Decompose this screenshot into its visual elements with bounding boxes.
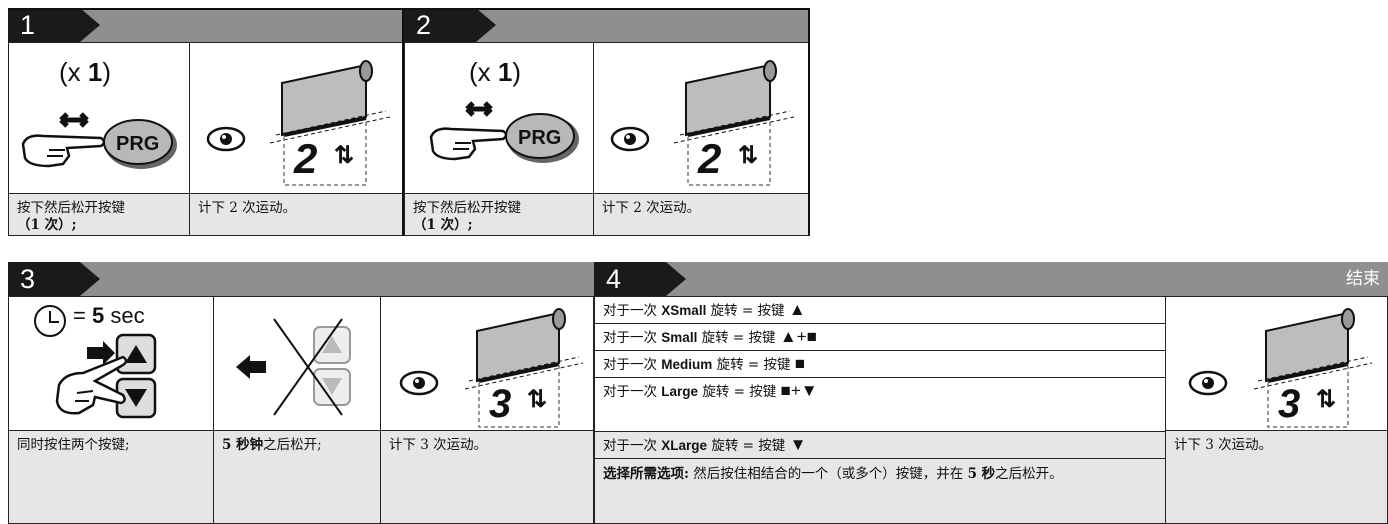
- header-arrow-icon: [666, 262, 686, 296]
- roller-blind-illustration: 2 ⇅: [610, 60, 795, 186]
- header-arrow-icon: [80, 8, 100, 42]
- step-header-2: 2: [404, 8, 810, 42]
- illustration-cell-count: 3 ⇅: [380, 296, 594, 431]
- step-panel-4: 4 结束 对于一次 XSmall 旋转 = 按键 ▲ 对于一次 Small 旋转…: [594, 262, 1388, 524]
- step-instruction: 按下然后松开按键: [413, 200, 521, 216]
- illustration-cell-hold: = 5 sec: [8, 296, 214, 431]
- illustration-cell-count: 3 ⇅: [1165, 296, 1388, 431]
- end-label: 结束: [1346, 269, 1380, 289]
- up-down-arrows-icon: ⇅: [527, 386, 547, 413]
- roller-blind-illustration: 2 ⇅: [206, 60, 391, 186]
- text-cell-count: 计下 3 次运动。: [1165, 430, 1388, 524]
- arrow-left-icon: [236, 355, 266, 379]
- eye-icon: [1188, 370, 1228, 396]
- up-key-icon: [115, 333, 157, 375]
- clock-icon: [34, 305, 66, 337]
- hold-instruction: 同时按住两个按键;: [17, 437, 130, 453]
- illustration-cell-count: 2 ⇅: [593, 42, 810, 194]
- roller-blind-illustration: 3 ⇅: [1188, 308, 1373, 428]
- option-row: 对于一次 Small 旋转 = 按键 ▲+■: [595, 323, 1165, 351]
- up-down-arrows-icon: ⇅: [1316, 386, 1336, 413]
- step-header-1: 1: [8, 8, 404, 42]
- eye-icon: [399, 370, 439, 396]
- timer-label: = 5 sec: [73, 303, 145, 328]
- release-instruction: 5 秒钟之后松开;: [222, 437, 322, 453]
- step-instruction-count: （1 次）;: [413, 217, 473, 233]
- step-instruction-count: （1 次）;: [17, 217, 77, 233]
- step-panel-3: 3 = 5 sec: [8, 262, 594, 524]
- option-row: 对于一次 Large 旋转 = 按键 ■+▼: [595, 377, 1165, 405]
- hand-two-keys-icon: [55, 333, 157, 419]
- roller-blind-icon: [269, 60, 391, 186]
- counter-value: 3: [1278, 382, 1300, 426]
- count-instruction: 计下 3 次运动。: [1174, 437, 1273, 453]
- text-cell-hold: 同时按住两个按键;: [8, 430, 214, 524]
- panel-frame: [8, 8, 404, 236]
- roller-blind-icon: [464, 308, 584, 428]
- illustration-cell-press: (x 1) PRG: [404, 42, 594, 194]
- down-key-icon: [313, 368, 351, 406]
- header-arrow-icon: [80, 262, 100, 296]
- count-instruction: 计下 2 次运动。: [198, 200, 297, 216]
- options-table: 对于一次 XSmall 旋转 = 按键 ▲ 对于一次 Small 旋转 = 按键…: [594, 296, 1166, 524]
- cross-icon: [273, 318, 343, 416]
- step-number-1: 1: [8, 8, 80, 42]
- hand-pointing-icon: [21, 112, 177, 169]
- step-instruction: 按下然后松开按键: [17, 200, 125, 216]
- counter-value: 2: [697, 135, 721, 182]
- roller-blind-illustration: 3 ⇅: [399, 308, 584, 428]
- release-keys-illustration: [236, 318, 351, 416]
- option-row: 对于一次 Medium 旋转 = 按键 ■: [595, 350, 1165, 378]
- press-count: (x 1): [59, 57, 112, 87]
- illustration-cell-release: [213, 296, 381, 431]
- roller-blind-icon: [673, 60, 795, 186]
- prg-button-label: PRG: [518, 127, 562, 149]
- step-number-3: 3: [8, 262, 80, 296]
- option-row: 对于一次 XSmall 旋转 = 按键 ▲: [595, 297, 1165, 324]
- option-row: 对于一次 XLarge 旋转 = 按键 ▼: [595, 431, 1165, 459]
- counter-value: 3: [489, 382, 511, 426]
- text-cell-press: 按下然后松开按键 （1 次）;: [8, 193, 190, 236]
- hand-pointing-icon: [429, 101, 579, 163]
- eye-icon: [610, 126, 650, 152]
- prg-button-label: PRG: [116, 133, 160, 155]
- step-header-4: 4 结束: [594, 262, 1388, 296]
- text-cell-release: 5 秒钟之后松开;: [213, 430, 381, 524]
- arrow-right-icon: [87, 341, 115, 365]
- panel-frame: [404, 8, 810, 236]
- up-down-arrows-icon: ⇅: [334, 142, 354, 169]
- text-cell-count: 计下 2 次运动。: [189, 193, 404, 236]
- step-header-3: 3: [8, 262, 594, 296]
- step-number-4: 4: [594, 262, 666, 296]
- text-cell-count: 计下 3 次运动。: [380, 430, 594, 524]
- illustration-cell-count: 2 ⇅: [189, 42, 404, 194]
- count-instruction: 计下 2 次运动。: [602, 200, 701, 216]
- counter-value: 2: [293, 135, 317, 182]
- eye-icon: [206, 126, 246, 152]
- step-panel-2: 2 (x 1) PRG 2 ⇅: [404, 8, 810, 236]
- options-note: 选择所需选项: 然后按住相结合的一个（或多个）按键，并在 5 秒之后松开。: [595, 458, 1165, 523]
- roller-blind-icon: [1253, 308, 1373, 428]
- up-down-arrows-icon: ⇅: [738, 142, 758, 169]
- press-count: (x 1): [469, 57, 522, 87]
- count-instruction: 计下 3 次运动。: [389, 437, 488, 453]
- header-arrow-icon: [476, 8, 496, 42]
- text-cell-press: 按下然后松开按键 （1 次）;: [404, 193, 594, 236]
- step-number-2: 2: [404, 8, 476, 42]
- text-cell-count: 计下 2 次运动。: [593, 193, 810, 236]
- step-panel-1: 1 (x 1) PRG 2 ⇅: [8, 8, 404, 236]
- up-key-icon: [313, 326, 351, 364]
